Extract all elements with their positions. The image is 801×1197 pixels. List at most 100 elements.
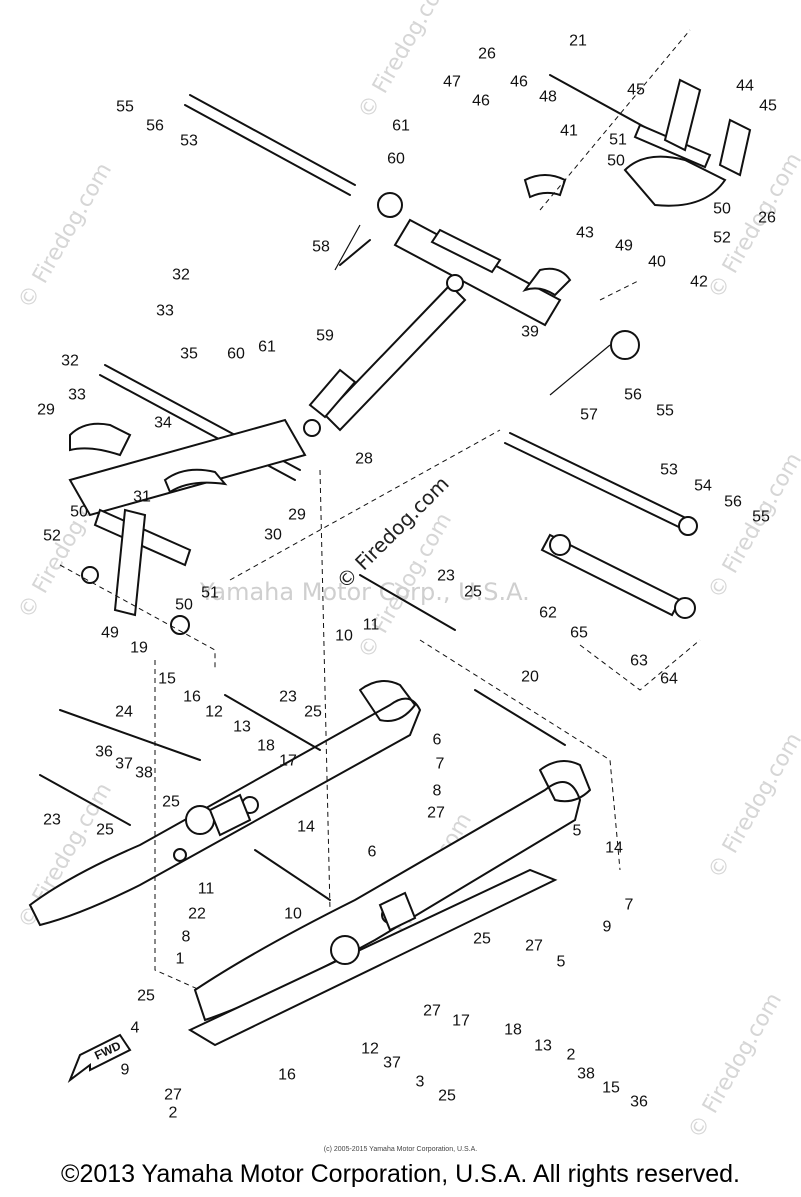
callout: 46 <box>472 93 490 110</box>
callout: 3 <box>416 1074 425 1091</box>
callout: 42 <box>690 274 708 291</box>
callout: 53 <box>180 133 198 150</box>
callout: 18 <box>504 1022 522 1039</box>
callout: 49 <box>615 238 633 255</box>
callout: 32 <box>61 353 79 370</box>
callout: 22 <box>188 906 206 923</box>
center-watermark: Yamaha Motor Corp., U.S.A. <box>199 578 530 606</box>
callout: 51 <box>201 585 219 602</box>
callout: 54 <box>694 478 712 495</box>
callout: 60 <box>227 346 245 363</box>
callout: 17 <box>452 1013 470 1030</box>
callout: 60 <box>387 151 405 168</box>
callout: 61 <box>392 118 410 135</box>
callout: 45 <box>759 98 777 115</box>
callout: 35 <box>180 346 198 363</box>
watermark: © Firedog.com <box>704 449 801 603</box>
callout: 50 <box>607 153 625 170</box>
callout: 58 <box>312 239 330 256</box>
callout: 25 <box>304 704 322 721</box>
watermark: © Firedog.com <box>684 989 787 1143</box>
callout: 59 <box>316 328 334 345</box>
callout: 25 <box>438 1088 456 1105</box>
upper-arm-assembly <box>184 74 752 396</box>
callout: 63 <box>630 653 648 670</box>
callout: 16 <box>278 1067 296 1084</box>
callout: 4 <box>131 1020 140 1037</box>
callout: 27 <box>427 805 445 822</box>
callout: 40 <box>648 254 666 271</box>
callout: 6 <box>433 732 442 749</box>
callout: 9 <box>121 1062 130 1079</box>
callout: 24 <box>115 704 133 721</box>
callout: 50 <box>70 504 88 521</box>
callout: 50 <box>713 201 731 218</box>
slide-rails <box>28 680 591 1047</box>
callout: 55 <box>116 99 134 116</box>
callout: 65 <box>570 625 588 642</box>
callout: 36 <box>630 1094 648 1111</box>
callout: 23 <box>279 689 297 706</box>
rear-arm-assembly <box>68 364 698 635</box>
callout: 18 <box>257 738 275 755</box>
callout: 38 <box>135 765 153 782</box>
callout: 37 <box>115 756 133 773</box>
watermark: © Firedog.com <box>14 159 117 313</box>
callout: 55 <box>656 403 674 420</box>
callout: 13 <box>534 1038 552 1055</box>
callout: 31 <box>133 489 151 506</box>
callout: 32 <box>172 267 190 284</box>
cross-shafts <box>39 574 566 901</box>
callout: 50 <box>175 597 193 614</box>
callout: 20 <box>521 669 539 686</box>
callout: 5 <box>573 823 582 840</box>
callout: 34 <box>154 415 172 432</box>
callout: 56 <box>146 118 164 135</box>
callout: 25 <box>162 794 180 811</box>
callout: 14 <box>605 840 623 857</box>
callout: 56 <box>624 387 642 404</box>
callout: 5 <box>557 954 566 971</box>
callout: 7 <box>436 756 445 773</box>
callout: 52 <box>43 528 61 545</box>
watermark: © Firedog.com <box>704 729 801 883</box>
callout: 27 <box>423 1003 441 1020</box>
callout: 46 <box>510 74 528 91</box>
callout: 26 <box>478 46 496 63</box>
callout: 13 <box>233 719 251 736</box>
callout: 38 <box>577 1066 595 1083</box>
callout: 53 <box>660 462 678 479</box>
callout: 25 <box>473 931 491 948</box>
callout: 15 <box>158 671 176 688</box>
callout: 29 <box>288 507 306 524</box>
callout: 1 <box>176 951 185 968</box>
callout: 57 <box>580 407 598 424</box>
callout: 2 <box>567 1047 576 1064</box>
callout: 10 <box>284 906 302 923</box>
callout: 30 <box>264 527 282 544</box>
callout: 36 <box>95 744 113 761</box>
callout: 2 <box>169 1105 178 1122</box>
callout: 62 <box>539 605 557 622</box>
callout: 25 <box>96 822 114 839</box>
callout: 25 <box>137 988 155 1005</box>
callout-layer: 26 21 47 46 46 48 45 44 45 55 56 53 61 4… <box>37 33 777 1122</box>
callout: 55 <box>752 509 770 526</box>
callout: 11 <box>363 617 380 634</box>
callout: 33 <box>68 387 86 404</box>
callout: 33 <box>156 303 174 320</box>
callout: 23 <box>43 812 61 829</box>
callout: 8 <box>433 783 442 800</box>
callout: 17 <box>279 753 297 770</box>
callout: 11 <box>198 881 215 898</box>
callout: 49 <box>101 625 119 642</box>
leader-lines <box>59 29 701 991</box>
callout: 56 <box>724 494 742 511</box>
callout: 43 <box>576 225 594 242</box>
callout: 23 <box>437 568 455 585</box>
callout: 39 <box>521 324 539 341</box>
callout: 19 <box>130 640 148 657</box>
fine-print: (c) 2005-2015 Yamaha Motor Corporation, … <box>323 1146 478 1153</box>
callout: 48 <box>539 89 557 106</box>
callout: 28 <box>355 451 373 468</box>
